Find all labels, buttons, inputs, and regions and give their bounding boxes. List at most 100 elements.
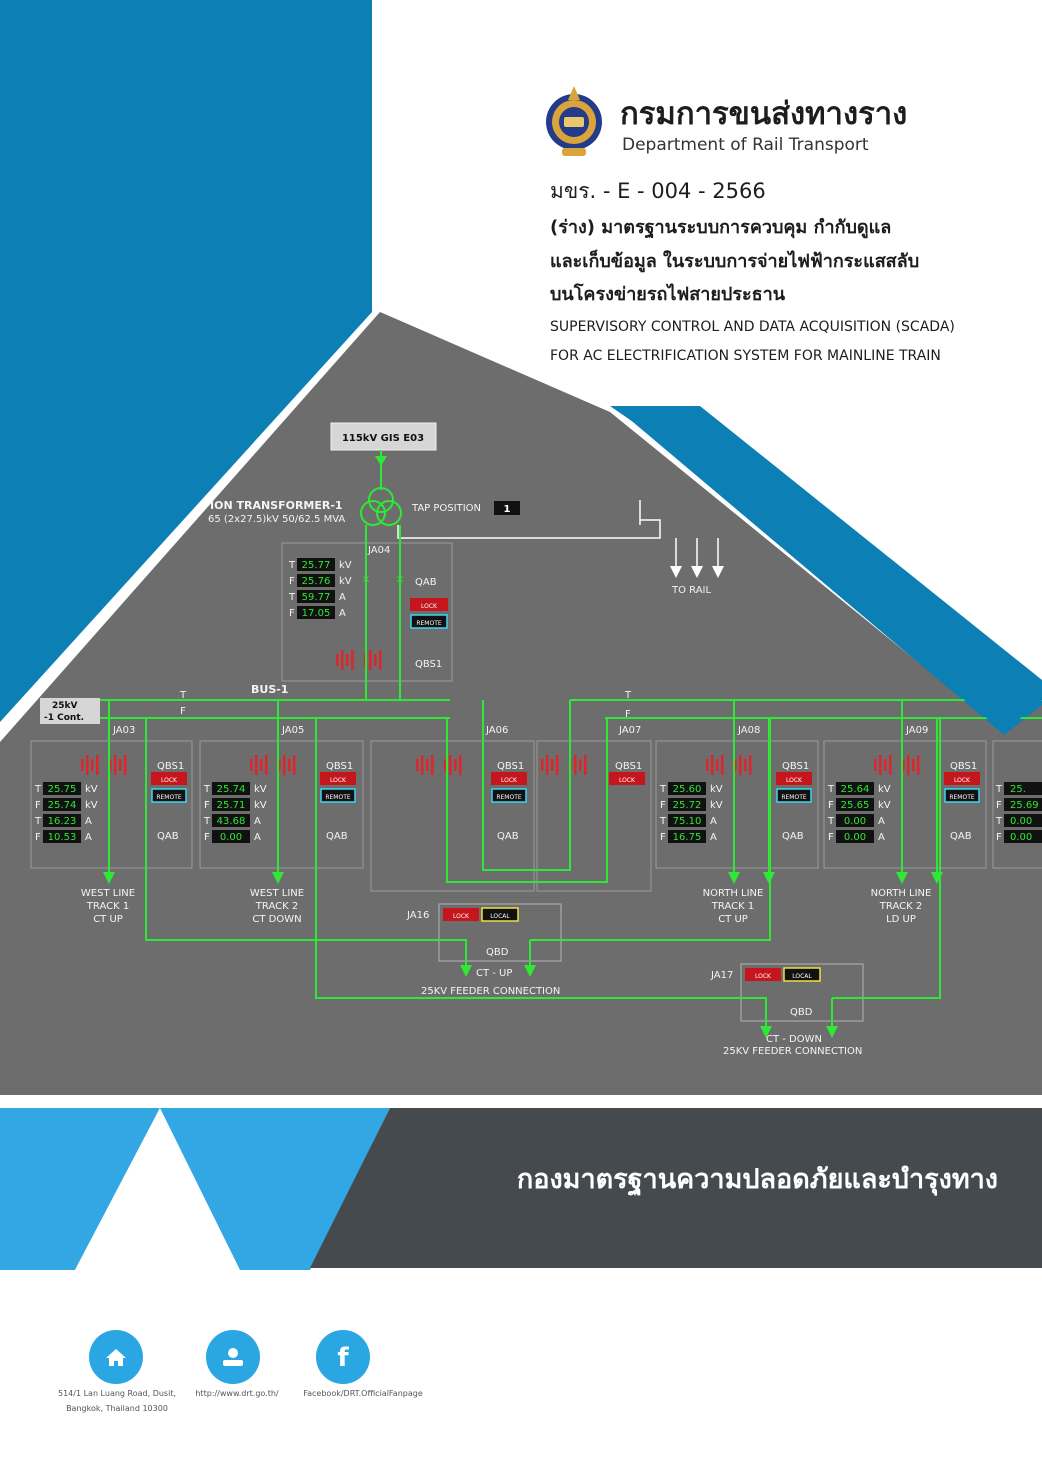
breaker-icon (250, 755, 268, 775)
measurement-box (297, 558, 335, 571)
svg-text:LOCK: LOCK (453, 913, 470, 920)
svg-text:kV: kV (878, 784, 891, 795)
ja04-qbs-label: QBS1 (415, 659, 442, 670)
remote-button[interactable] (944, 788, 980, 803)
feeder-label: WEST LINE (81, 888, 135, 899)
lock-button[interactable] (776, 772, 812, 785)
ja17-local-button[interactable] (783, 967, 821, 982)
svg-text:×: × (396, 574, 404, 585)
feeder-label: LD UP (886, 914, 916, 925)
svg-text:T: T (995, 816, 1003, 827)
svg-text:0.00: 0.00 (1010, 832, 1032, 843)
remote-button[interactable] (491, 788, 527, 803)
measurement-box (668, 782, 706, 795)
lock-button[interactable] (320, 772, 356, 785)
remote-button[interactable] (320, 788, 356, 803)
svg-text:F: F (996, 832, 1002, 843)
measurement-box (43, 782, 81, 795)
measurement-box (212, 798, 250, 811)
ja04-lock-button[interactable] (410, 598, 448, 611)
title-thai-line-3: บนโครงข่ายรถไฟสายประธาน (550, 284, 786, 305)
svg-text:REMOTE: REMOTE (325, 794, 351, 801)
feeder-label: TRACK 2 (255, 901, 298, 912)
facebook-icon[interactable]: f (316, 1330, 370, 1384)
ja16-lock-button[interactable] (443, 908, 479, 921)
svg-text:REMOTE: REMOTE (156, 794, 182, 801)
ja16-name: JA16 (406, 910, 429, 921)
svg-text:LOCK: LOCK (786, 777, 803, 784)
scada-single-line-diagram: 115kV GIS E03 ION TRANSFORMER-1 65 (2x27… (30, 422, 1042, 1057)
svg-text:T: T (203, 816, 211, 827)
website-icon[interactable] (206, 1330, 260, 1384)
feeder-label: TRACK 2 (879, 901, 922, 912)
svg-text:T: T (659, 784, 667, 795)
svg-text:REMOTE: REMOTE (416, 620, 442, 627)
svg-text:F: F (289, 576, 295, 587)
lock-button[interactable] (609, 772, 645, 785)
blue-roof-band (614, 406, 1042, 735)
svg-text:T: T (288, 560, 296, 571)
svg-text:F: F (828, 800, 834, 811)
svg-text:T: T (827, 816, 835, 827)
lock-button[interactable] (491, 772, 527, 785)
measurement-value: 25.65 (841, 800, 870, 811)
svg-text:T: T (624, 690, 632, 701)
bottom-light-blue-b (160, 1108, 390, 1270)
breaker-icon (278, 755, 296, 775)
footer-website[interactable]: http://www.drt.go.th/ (195, 1389, 279, 1398)
ja17-name: JA17 (710, 970, 733, 981)
svg-text:kV: kV (85, 784, 98, 795)
svg-text:kV: kV (339, 560, 352, 571)
remote-button[interactable] (151, 788, 187, 803)
home-icon[interactable] (89, 1330, 143, 1384)
ja17-lock-button[interactable] (745, 968, 781, 981)
breaker-icon (541, 755, 559, 775)
svg-text:F: F (996, 800, 1002, 811)
breaker-icon (706, 755, 724, 775)
measurement-box (212, 814, 250, 827)
svg-text:f: f (337, 1343, 349, 1373)
svg-text:F: F (660, 800, 666, 811)
svg-text:-1 Cont.: -1 Cont. (44, 713, 84, 723)
svg-text:LOCAL: LOCAL (490, 913, 510, 920)
svg-text:LOCK: LOCK (954, 777, 971, 784)
tap-position-value: 1 (504, 504, 511, 515)
measurement-value: 16.23 (48, 816, 77, 827)
measurement-box (836, 782, 874, 795)
gis-box (330, 422, 437, 451)
svg-text:T: T (34, 784, 42, 795)
tap-position-label: TAP POSITION (411, 503, 481, 514)
bay-ja16 (438, 903, 562, 962)
svg-text:kV: kV (710, 784, 723, 795)
measurement-value: 75.10 (673, 816, 702, 827)
measurement-box (668, 830, 706, 843)
svg-text:QBS1: QBS1 (782, 761, 809, 772)
lock-button[interactable] (151, 772, 187, 785)
svg-text:JA09: JA09 (905, 725, 928, 736)
ja04-remote-button[interactable] (410, 614, 448, 629)
bay-ja17 (740, 963, 864, 1022)
department-name: กองมาตรฐานความปลอดภัยและบำรุงทาง (516, 1164, 998, 1195)
lock-button[interactable] (944, 772, 980, 785)
svg-text:QAB: QAB (157, 831, 179, 842)
svg-text:LOCK: LOCK (330, 777, 347, 784)
footer-facebook[interactable]: Facebook/DRT.OfficialFanpage (303, 1389, 423, 1398)
measurement-value: 25.60 (673, 784, 702, 795)
svg-text:JA08: JA08 (737, 725, 760, 736)
svg-text:JA03: JA03 (112, 725, 135, 736)
tap-position-box (494, 501, 520, 515)
svg-text:LOCK: LOCK (755, 973, 772, 980)
svg-text:×: × (362, 574, 370, 585)
remote-button[interactable] (776, 788, 812, 803)
ja16-local-button[interactable] (481, 907, 519, 922)
measurement-box (212, 782, 250, 795)
title-english-line-1: SUPERVISORY CONTROL AND DATA ACQUISITION… (550, 319, 955, 335)
feeder-label: NORTH LINE (703, 888, 764, 899)
svg-text:T: T (34, 816, 42, 827)
breaker-icon (734, 755, 752, 775)
svg-text:kV: kV (878, 800, 891, 811)
